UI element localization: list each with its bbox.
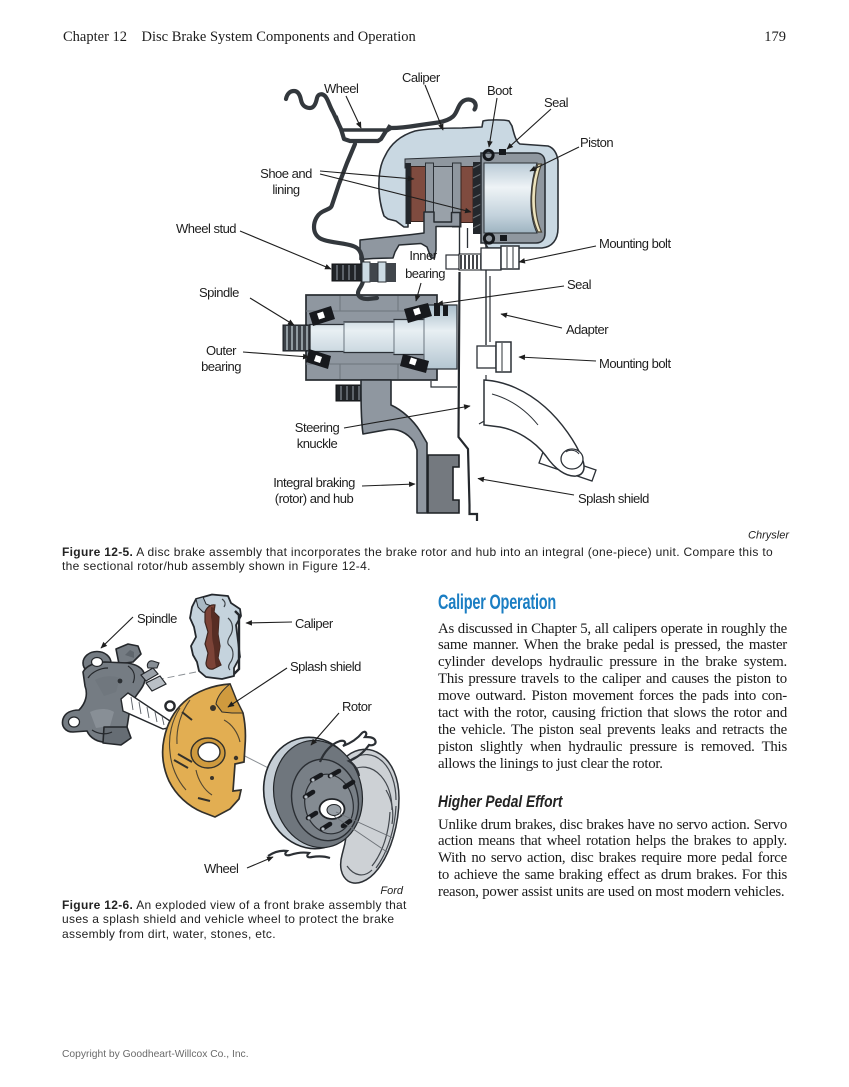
svg-text:Shoe and: Shoe and [260, 166, 312, 181]
svg-text:Caliper: Caliper [295, 616, 334, 631]
svg-text:knuckle: knuckle [297, 436, 338, 451]
svg-text:Splash shield: Splash shield [290, 659, 361, 674]
svg-text:Piston: Piston [580, 135, 613, 150]
svg-text:Adapter: Adapter [566, 322, 609, 337]
svg-text:bearing: bearing [405, 266, 445, 281]
svg-text:Spindle: Spindle [137, 611, 177, 626]
svg-text:Wheel stud: Wheel stud [176, 221, 236, 236]
svg-text:bearing: bearing [201, 359, 241, 374]
svg-text:Rotor: Rotor [342, 699, 372, 714]
svg-text:Inner: Inner [409, 248, 437, 263]
svg-text:Seal: Seal [567, 277, 592, 292]
svg-text:(rotor) and hub: (rotor) and hub [275, 491, 354, 506]
svg-text:Steering: Steering [295, 420, 340, 435]
svg-text:lining: lining [272, 182, 300, 197]
svg-text:Mounting bolt: Mounting bolt [599, 356, 671, 371]
svg-text:Boot: Boot [487, 83, 513, 98]
svg-text:Chrysler: Chrysler [748, 530, 790, 542]
svg-text:Wheel: Wheel [204, 861, 239, 876]
svg-text:Caliper: Caliper [402, 70, 441, 85]
svg-text:Mounting bolt: Mounting bolt [599, 236, 671, 251]
svg-text:Ford: Ford [380, 885, 404, 897]
svg-text:Spindle: Spindle [199, 285, 239, 300]
svg-text:Integral braking: Integral braking [273, 475, 355, 490]
svg-text:Seal: Seal [544, 95, 569, 110]
svg-text:Outer: Outer [206, 343, 237, 358]
svg-text:Splash shield: Splash shield [578, 491, 649, 506]
svg-text:Wheel: Wheel [324, 81, 359, 96]
